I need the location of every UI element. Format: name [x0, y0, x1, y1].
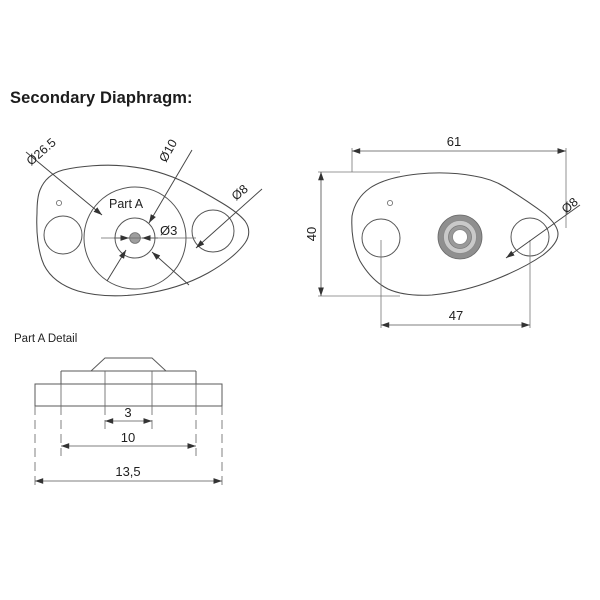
detail-dim-label-boss-base-width: 10: [121, 430, 135, 445]
callout-label-id-boss: Ø10: [156, 137, 180, 164]
page-title: Secondary Diaphragm:: [10, 89, 193, 107]
callout-label-section-bolt-hole: Ø8: [559, 195, 581, 216]
detail-base-plate: [34, 383, 223, 407]
section-view-right: 61 40 47 Ø8: [304, 134, 581, 328]
detail-dim-label-boss-top-width: 3: [124, 405, 131, 420]
section-view-bushing-bore: [452, 229, 468, 245]
front-view-bolt-hole-right: [191, 209, 235, 253]
section-view-pin-hole: [386, 199, 394, 207]
leader-line-section-bolt-hole: [505, 204, 581, 259]
leader-line-bolt-hole: [195, 188, 263, 249]
detail-view-caption: Part A Detail: [14, 333, 77, 345]
callout-label-bolt-hole: Ø8: [229, 182, 251, 203]
leader-line-hub-lower-left: [106, 249, 127, 282]
front-view-bolt-hole-left: [43, 215, 83, 255]
part-a-detail-view: Part A Detail 3 10: [14, 333, 223, 489]
detail-boss-profile: [89, 357, 168, 372]
dim-label-bolt-spacing: 47: [449, 308, 463, 323]
front-view-plate-outline: [36, 164, 250, 297]
dim-label-overall-height: 40: [304, 227, 319, 241]
callout-label-centre-bore: Ø3: [160, 223, 177, 238]
leader-line-hub-lower-right: [151, 251, 190, 286]
dim-label-overall-width: 61: [447, 134, 461, 149]
detail-boss-pedestal: [60, 370, 197, 384]
leader-line-id-boss: [148, 149, 193, 224]
detail-dim-label-plate-width: 13,5: [115, 464, 140, 479]
callout-label-od-bead: Ø26.5: [24, 135, 59, 168]
front-view-pin-hole: [55, 199, 63, 207]
front-view-part-a-label: Part A: [109, 197, 144, 211]
section-view-plate-outline: [351, 172, 559, 296]
leader-line-od-bead: [25, 151, 103, 216]
front-view-left: Ø26.5 Ø10 Ø8 Ø3 Part A: [24, 135, 263, 297]
